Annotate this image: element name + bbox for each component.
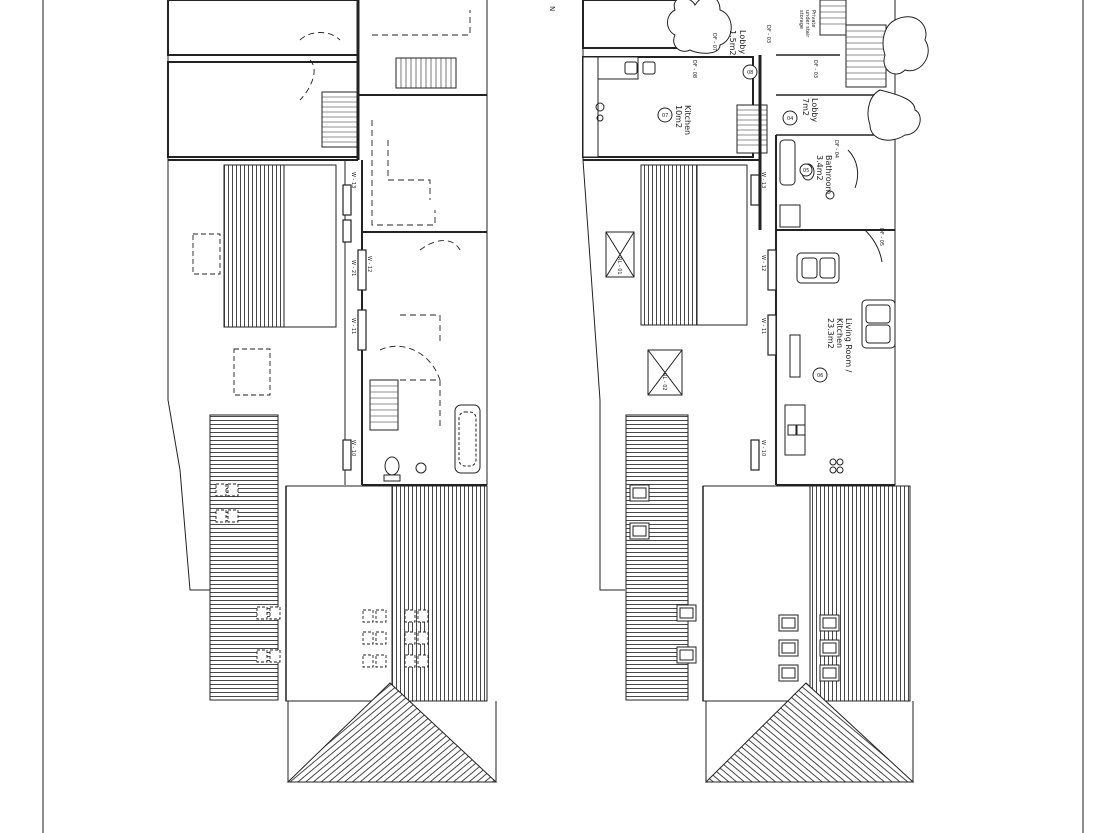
existing-tags: W - 13 W - 12 W - 21 W - 11 W - 10 — [350, 172, 372, 456]
room-num-bathroom: 05 — [803, 168, 809, 174]
room-labels: Lobby 1.5m2 Kitchen 10m2 Lobby 7m2 Bathr… — [674, 10, 853, 373]
tag-df03-b: DF - 03 — [765, 25, 771, 43]
room-area-lobby-large: 7m2 — [801, 98, 810, 116]
room-name-living-1: Living Room / — [844, 318, 853, 373]
tag-df03: DF - 03 — [812, 60, 818, 78]
room-area-lobby-small: 1.5m2 — [728, 30, 737, 56]
room-num-lobby-small: 08 — [747, 70, 753, 76]
room-area-living: 23.3m2 — [826, 318, 835, 349]
tag-w12-right: W - 12 — [760, 255, 766, 271]
existing-rooflights — [215, 483, 429, 668]
room-area-kitchen: 10m2 — [674, 105, 683, 128]
storage-label-3: storage — [798, 10, 804, 29]
room-num-kitchen: 07 — [662, 113, 668, 119]
room-numbers: 08 07 04 05 06 — [662, 70, 823, 379]
room-name-bathroom: Bathroom — [824, 155, 833, 195]
room-num-living: 06 — [817, 373, 823, 379]
tag-w10-left: W - 10 — [350, 440, 356, 456]
proposed-rooflights — [629, 484, 840, 682]
proposed-tags: DF - 07 DF - 08 DF - 03 DF - 03 DF - 04 … — [616, 25, 884, 456]
tag-w10-right: W - 10 — [760, 440, 766, 456]
sheet-border — [42, 0, 1084, 833]
storage-label-2: under stair — [804, 10, 810, 38]
tag-w11-left: W - 11 — [350, 318, 356, 334]
room-name-living-2: Kitchen — [835, 318, 844, 348]
room-name-lobby-small: Lobby — [738, 30, 747, 54]
storage-label-1: Private — [810, 10, 816, 27]
tag-df07: DF - 07 — [711, 33, 717, 51]
proposed-roof — [625, 164, 915, 783]
tag-w12-left: W - 12 — [366, 256, 372, 272]
tag-w13-left: W - 13 — [350, 172, 356, 188]
room-area-bathroom: 3.4m2 — [815, 155, 824, 181]
tag-w21-left: W - 21 — [350, 260, 356, 276]
tree-canopy — [667, 0, 929, 141]
corner-mark: N — [548, 6, 556, 11]
room-name-lobby-large: Lobby — [810, 98, 819, 122]
room-markers — [657, 64, 828, 383]
tag-rl01: RL - 01 — [616, 257, 622, 275]
existing-roof — [209, 164, 498, 783]
room-num-lobby-large: 04 — [787, 116, 793, 122]
room-name-kitchen: Kitchen — [683, 105, 692, 135]
existing-plan — [167, 0, 488, 591]
tag-rl02: RL - 02 — [661, 373, 667, 391]
tag-df08: DF - 08 — [691, 60, 697, 78]
tag-df05: DF - 05 — [878, 228, 884, 246]
tag-df04: DF - 04 — [833, 140, 839, 158]
tag-w11-right: W - 11 — [760, 318, 766, 334]
tag-w13-right: W - 13 — [760, 172, 766, 188]
